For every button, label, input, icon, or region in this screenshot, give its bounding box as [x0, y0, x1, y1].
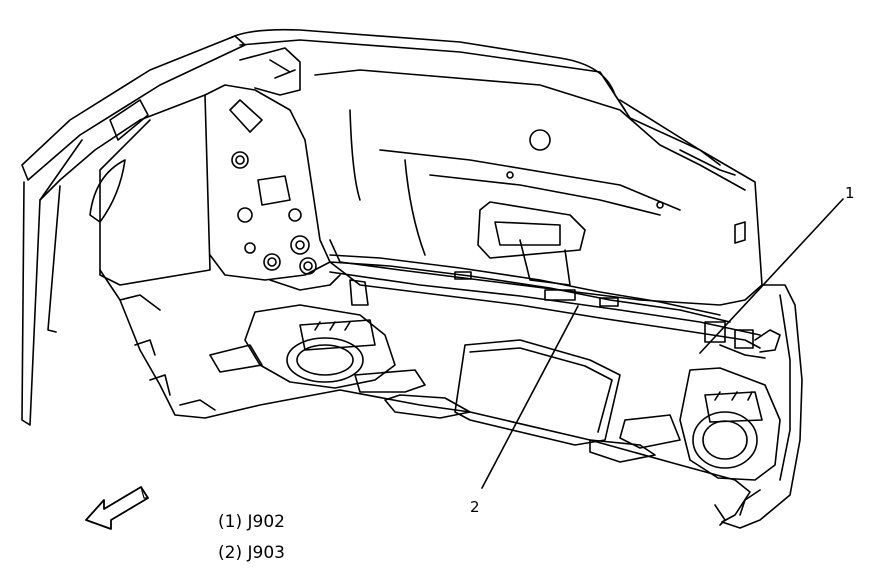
license-plate-pocket: [384, 339, 656, 463]
left-lamp-housing: [209, 279, 426, 393]
callout-2: 2: [470, 498, 480, 516]
callout-1: 1: [845, 184, 855, 202]
callout-2-leader: [481, 305, 579, 489]
front-direction-arrow-icon: [85, 486, 149, 530]
wiring-harness: [329, 254, 781, 359]
legend-item-1: (1) J902: [218, 512, 285, 532]
bumper-fascia: [99, 261, 803, 529]
callout-1-leader: [699, 198, 844, 354]
right-lamp-housing: [619, 367, 781, 481]
legend-item-2: (2) J903: [218, 543, 285, 563]
left-inner-structure: [204, 47, 331, 281]
rear-body-panel: [229, 28, 763, 306]
left-quarter-panel: [21, 35, 246, 426]
